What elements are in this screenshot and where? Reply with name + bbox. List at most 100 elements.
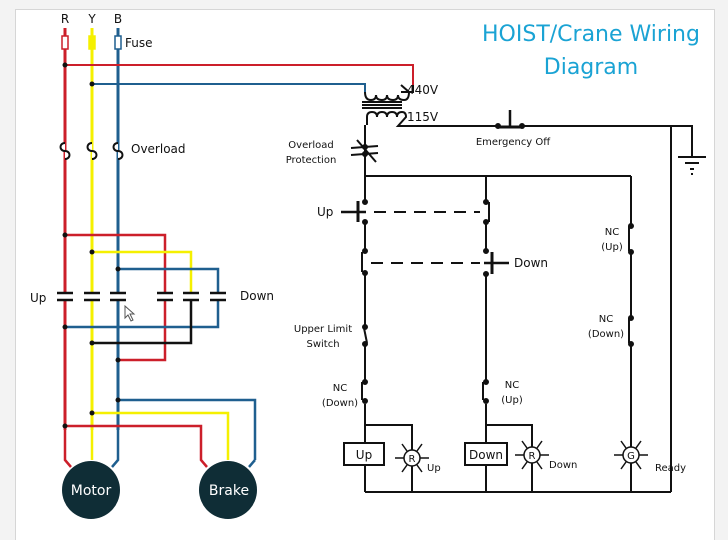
nc-down-right-label-2: (Down): [588, 329, 624, 340]
contact-dot: [483, 248, 489, 254]
nc-up-right-label-2: (Up): [601, 242, 623, 253]
contact-dot: [628, 223, 634, 229]
contact-dot: [362, 199, 368, 205]
emergency-off-label: Emergency Off: [476, 137, 551, 148]
brake-wire-y: [92, 411, 230, 460]
nc-down-right-label-1: NC: [599, 314, 613, 325]
contact-dot: [362, 398, 368, 404]
brake-label: Brake: [209, 483, 249, 499]
lamp-down-label: Down: [549, 460, 577, 471]
nc-down-left-label-1: NC: [333, 383, 347, 394]
contact-dot: [362, 144, 368, 150]
down-coil-icon: [464, 442, 508, 466]
down-wire-cross: [92, 298, 193, 345]
nc-up-mid-label-1: NC: [505, 380, 519, 391]
contact-dot: [362, 379, 368, 385]
lamp-up-letter: R: [409, 454, 416, 465]
contact-dot: [362, 248, 368, 254]
nc-down-left-label-2: (Down): [322, 398, 358, 409]
overload-label: Overload: [131, 142, 186, 156]
junction-dot: [62, 232, 68, 238]
brake-wire-b: [118, 398, 257, 460]
contact-dot: [495, 123, 501, 129]
motor-wire-b: [111, 430, 120, 468]
contact-dot: [519, 123, 525, 129]
fuse-label: Fuse: [125, 36, 153, 50]
motor-label: Motor: [71, 483, 112, 499]
motor-icon: [62, 461, 120, 519]
transformer-secondary-icon: [366, 110, 497, 127]
upper-limit-label-2: Switch: [306, 339, 339, 350]
motor-wire-r: [63, 430, 72, 468]
contact-dot: [483, 379, 489, 385]
mouse-cursor-icon: [124, 304, 136, 322]
junction-dot: [89, 81, 95, 87]
gap: [360, 250, 370, 274]
lamp-up-icon: [395, 443, 429, 473]
overload-icon: [59, 142, 124, 160]
fuse-y-icon: [88, 35, 96, 50]
contact-dot: [483, 271, 489, 277]
contactor-up-icon: [57, 291, 126, 302]
up-button-label: Up: [317, 205, 333, 219]
junction-dot: [62, 324, 68, 330]
contactor-up-label: Up: [30, 291, 46, 305]
contact-dot: [362, 341, 368, 347]
contact-dot: [628, 249, 634, 255]
fuse-b-icon: [114, 35, 122, 50]
transformer-primary-label: 440V: [407, 83, 439, 97]
nc-up-right-label-1: NC: [605, 227, 619, 238]
junction-dot: [62, 423, 68, 429]
down-button-label: Down: [514, 256, 548, 270]
junction-dot: [115, 397, 121, 403]
brake-wire-r: [65, 424, 208, 468]
contact-dot: [362, 324, 368, 330]
contact-dot: [362, 270, 368, 276]
lamp-ready-letter: G: [627, 451, 635, 462]
contact-dot: [628, 315, 634, 321]
upper-limit-label-1: Upper Limit: [294, 324, 352, 335]
lamp-ready-icon: [614, 440, 648, 470]
overload-protection-label-2: Protection: [286, 155, 337, 166]
lamp-up-label: Up: [427, 463, 441, 474]
junction-dot: [89, 249, 95, 255]
up-coil-label: Up: [356, 448, 372, 462]
transformer-feed-r: [65, 64, 414, 85]
power-circuit: R Y B Fuse Overload: [30, 12, 414, 519]
transformer-feed-b: [92, 83, 366, 92]
gap: [626, 316, 636, 346]
brake-wire-b-end: [248, 459, 256, 468]
junction-dot: [115, 357, 121, 363]
brake-icon: [199, 461, 257, 519]
contactor-down-icon: [157, 291, 226, 302]
phase-label-b: B: [114, 12, 122, 26]
gap: [481, 380, 491, 404]
up-lamp-branch: [365, 424, 413, 492]
fuse-r-icon: [61, 35, 69, 50]
junction-dot: [89, 410, 95, 416]
junction-dot: [115, 266, 121, 272]
junction-dot: [62, 62, 68, 68]
phase-label-y: Y: [87, 12, 96, 26]
title-line2: Diagram: [544, 55, 638, 80]
contact-dot: [483, 199, 489, 205]
junction-dot: [89, 340, 95, 346]
contact-dot: [362, 151, 368, 157]
lamp-ready-label: Ready: [655, 463, 686, 474]
contact-dot: [628, 341, 634, 347]
contact-dot: [483, 398, 489, 404]
lamp-down-letter: R: [529, 451, 536, 462]
transformer-secondary-label: 115V: [407, 110, 439, 124]
ground-feed: [524, 125, 693, 158]
down-lamp-branch: [486, 424, 533, 492]
overload-protection-label-1: Overload: [288, 140, 333, 151]
contact-dot: [362, 219, 368, 225]
gap: [360, 380, 370, 404]
contact-dot: [483, 219, 489, 225]
phase-label-r: R: [61, 12, 69, 26]
gap: [481, 200, 491, 224]
contactor-down-label: Down: [240, 289, 274, 303]
lamp-down-icon: [515, 440, 549, 470]
down-wire-y: [92, 250, 193, 296]
